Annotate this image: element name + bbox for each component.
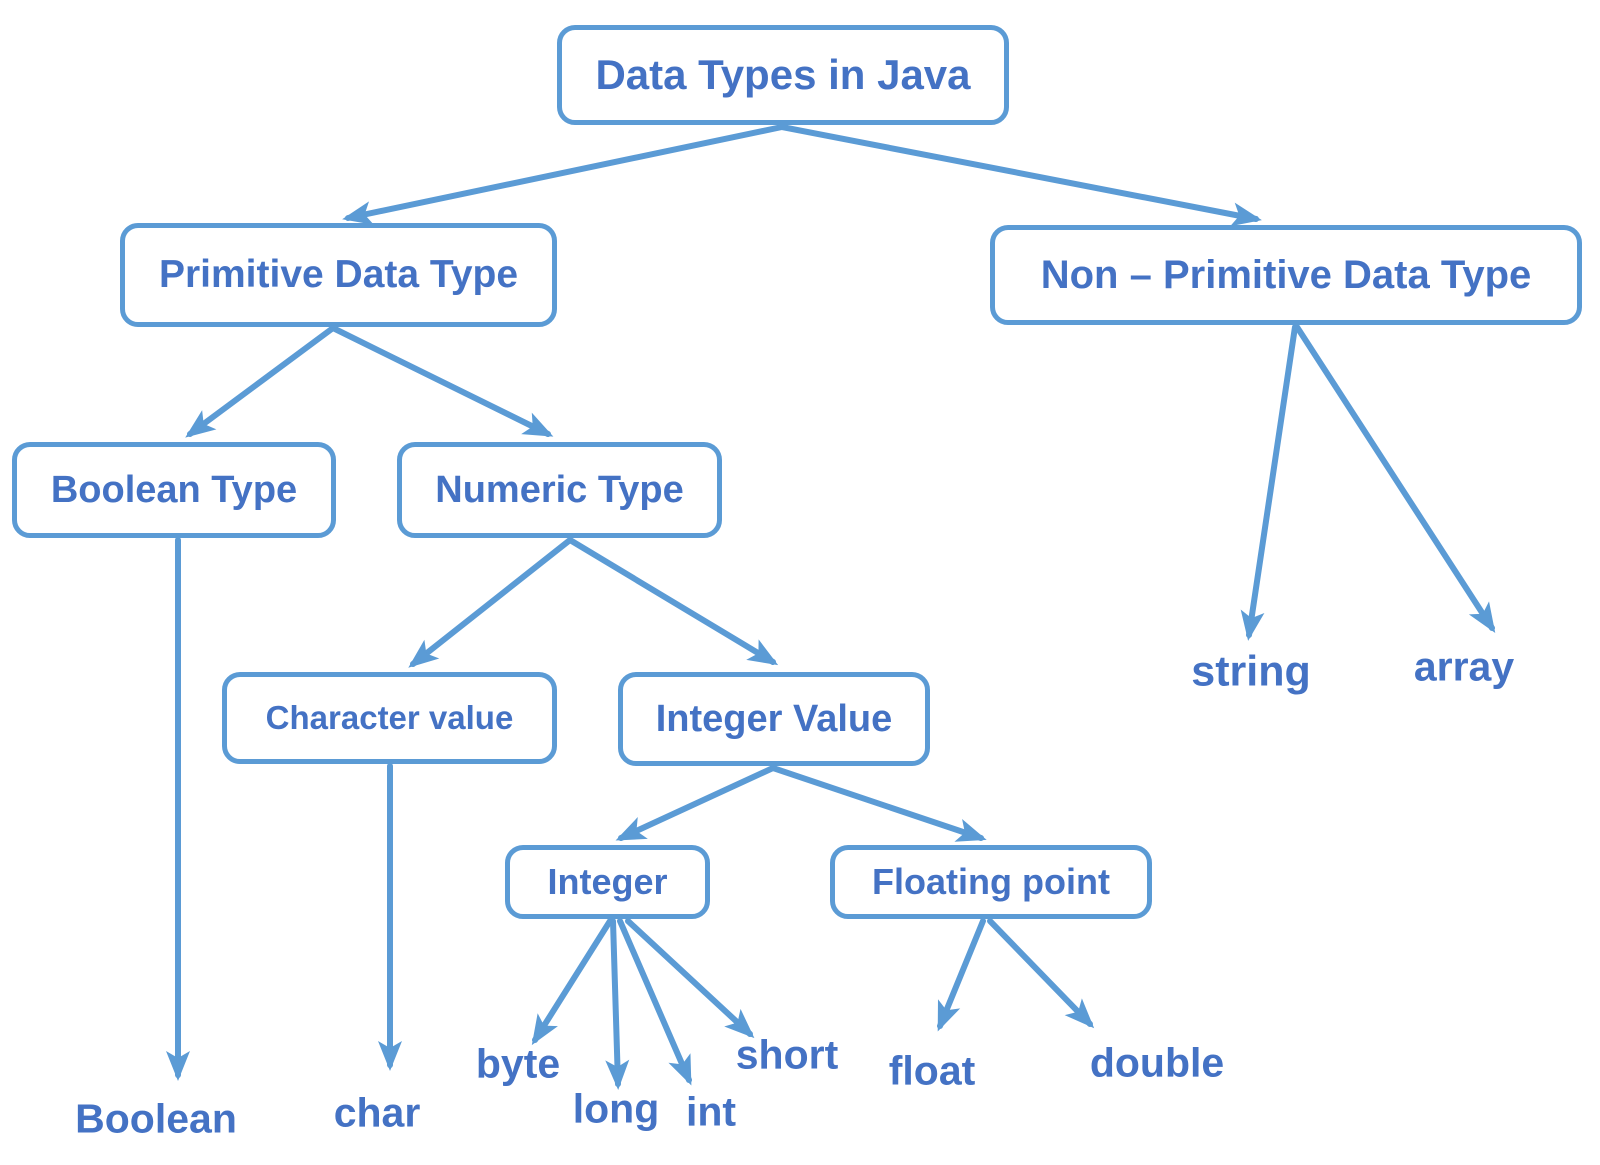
edge-integer-byte (531, 918, 613, 1046)
edge-integer-int (617, 918, 692, 1086)
node-integer: Integer (505, 845, 710, 919)
leaf-array: array (1413, 643, 1515, 690)
edge-floating-double (987, 918, 1095, 1029)
edge-root-primitive (342, 124, 785, 225)
edge-non-primitive-string (1240, 324, 1298, 641)
leaf-char: char (333, 1089, 421, 1136)
node-non-primitive-data-type: Non – Primitive Data Type (990, 225, 1582, 325)
leaf-boolean: Boolean (75, 1095, 237, 1142)
edge-integer-value-floating (770, 765, 987, 842)
node-data-types-in-java: Data Types in Java (557, 25, 1009, 125)
node-character-value: Character value (222, 672, 557, 764)
leaf-short: short (735, 1031, 839, 1078)
node-integer-value: Integer Value (618, 672, 930, 766)
leaf-double: double (1089, 1039, 1225, 1086)
edge-numeric-integer-value (567, 537, 779, 666)
node-floating-point: Floating point (830, 845, 1152, 919)
node-numeric-type: Numeric Type (397, 442, 722, 538)
leaf-long: long (572, 1085, 660, 1132)
edge-non-primitive-array (1294, 324, 1496, 634)
node-primitive-data-type: Primitive Data Type (120, 223, 557, 327)
edge-root-non-primitive (779, 124, 1262, 227)
leaf-float: float (888, 1047, 976, 1094)
edge-numeric-character-value (408, 537, 573, 668)
edge-primitive-numeric-type (330, 325, 554, 437)
edge-integer-short (625, 918, 755, 1039)
edge-floating-float (937, 918, 986, 1032)
node-boolean-type: Boolean Type (12, 442, 336, 538)
edge-primitive-boolean-type (185, 325, 336, 438)
leaf-byte: byte (475, 1040, 561, 1087)
edge-integer-value-integer (615, 765, 776, 841)
edge-integer-long (605, 918, 630, 1090)
leaf-string: string (1191, 647, 1311, 696)
leaf-int: int (685, 1088, 737, 1135)
